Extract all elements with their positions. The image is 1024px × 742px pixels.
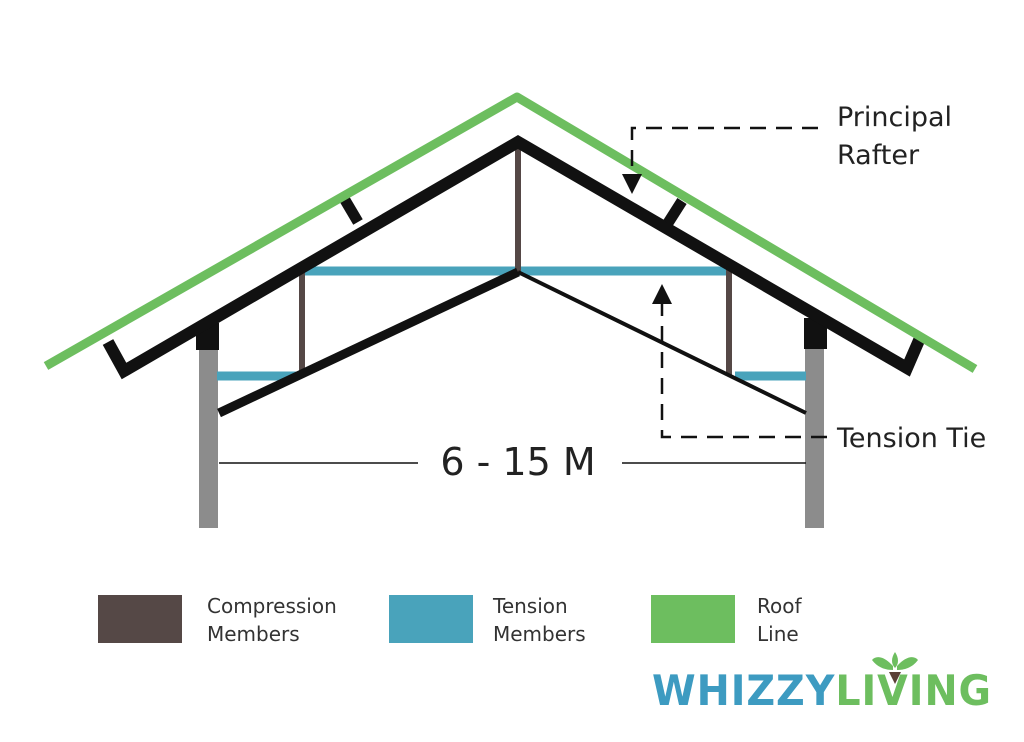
legend-label-roof-line1: Roof xyxy=(757,594,802,618)
legend-label-tension-line1: Tension xyxy=(492,594,568,618)
span-label: 6 - 15 M xyxy=(440,440,595,484)
svg-text:WHIZZYLIVING: WHIZZYLIVING xyxy=(652,666,992,715)
legend-label-tension-line2: Members xyxy=(493,622,586,646)
tension-tie-leader xyxy=(660,300,833,439)
tension-tie-label: Tension Tie xyxy=(836,423,986,454)
rafter-block-left xyxy=(340,197,363,225)
brand-name-part2: LIVING xyxy=(835,666,992,715)
right-post-cap xyxy=(804,318,827,349)
arrow-up-icon xyxy=(652,284,672,304)
sprout-icon xyxy=(872,652,918,684)
rafter-block-right xyxy=(663,198,687,226)
legend-swatch-roof-line xyxy=(651,595,735,643)
legend-label-compression-line1: Compression xyxy=(207,594,337,618)
legend-label-compression-line2: Members xyxy=(207,622,300,646)
principal-rafter-label-line2: Rafter xyxy=(837,140,920,171)
lower-chord-left xyxy=(217,267,520,418)
legend-swatch-tension xyxy=(389,595,473,643)
arrow-down-icon xyxy=(622,174,642,194)
brand-name-part1: WHIZZY xyxy=(652,666,835,715)
tension-tie-chord xyxy=(517,270,807,415)
legend-label-roof-line2: Line xyxy=(757,622,799,646)
principal-rafter-label-line1: Principal xyxy=(837,102,952,133)
left-post xyxy=(199,348,218,528)
roof-line xyxy=(43,92,978,373)
principal-rafter-leader xyxy=(630,126,818,182)
legend-swatch-compression xyxy=(98,595,182,643)
brand-logo: WHIZZYLIVING xyxy=(652,652,992,715)
principal-rafter xyxy=(102,135,926,380)
